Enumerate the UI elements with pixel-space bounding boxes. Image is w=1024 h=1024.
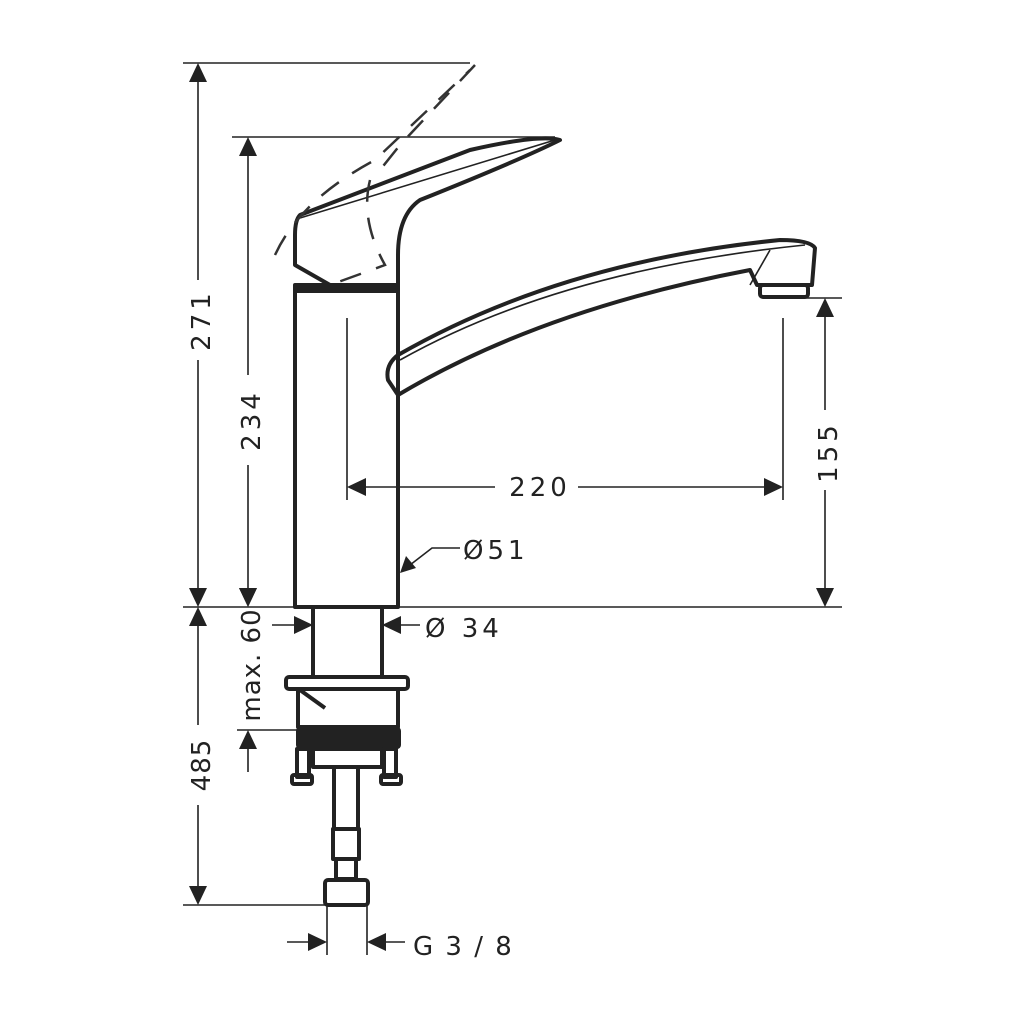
reference-lines bbox=[183, 62, 842, 955]
label-234: 234 bbox=[237, 389, 267, 451]
dimension-shank-diameter: Ø 34 bbox=[272, 614, 503, 644]
dimension-total-height: 271 bbox=[187, 63, 217, 607]
lever-handle bbox=[273, 64, 562, 287]
dimension-hose-length: 485 bbox=[187, 607, 217, 905]
dimension-connection-thread: G 3 / 8 bbox=[287, 932, 514, 962]
label-271: 271 bbox=[187, 289, 217, 351]
label-diameter-51: Ø51 bbox=[463, 536, 529, 566]
dimension-spout-reach: 220 bbox=[347, 473, 783, 503]
label-220: 220 bbox=[509, 473, 571, 503]
dimension-max-counter-thickness: max. 60 bbox=[237, 588, 267, 772]
label-g-3-8: G 3 / 8 bbox=[413, 932, 514, 962]
dimension-body-diameter: Ø51 bbox=[400, 536, 529, 573]
mounting-assembly bbox=[284, 605, 410, 907]
label-diameter-34: Ø 34 bbox=[425, 614, 503, 644]
spout bbox=[385, 238, 817, 397]
label-485: 485 bbox=[187, 739, 217, 792]
label-155: 155 bbox=[814, 421, 844, 483]
dimension-handle-height: 234 bbox=[237, 137, 267, 607]
dimension-spout-height: 155 bbox=[814, 298, 844, 607]
label-max-60: max. 60 bbox=[237, 608, 267, 721]
